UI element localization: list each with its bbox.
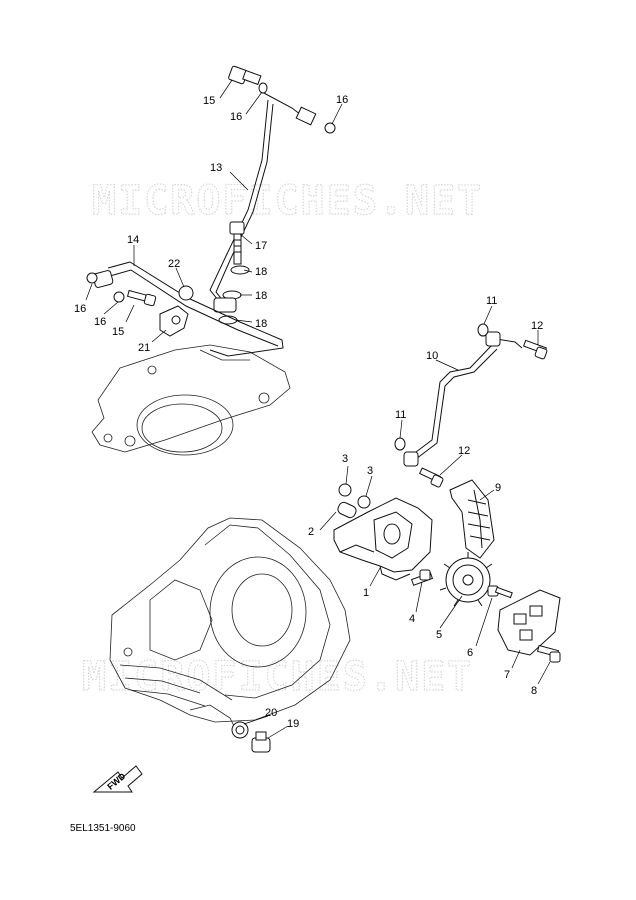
union-block xyxy=(213,297,237,313)
callout-3-a: 3 xyxy=(342,453,348,465)
callout-17: 17 xyxy=(255,240,267,252)
dowel-pin-2 xyxy=(337,501,357,519)
engine-cylinder-head xyxy=(91,344,291,456)
callout-7: 7 xyxy=(504,669,510,681)
callout-labels: 15 16 16 13 17 18 18 18 14 22 16 16 15 2… xyxy=(74,94,543,730)
diagram-code: 5EL1351-9060 xyxy=(70,823,136,834)
callout-2: 2 xyxy=(308,526,314,538)
union-bolt-15-left xyxy=(126,289,157,307)
callout-20: 20 xyxy=(265,707,277,719)
sprocket-5 xyxy=(439,552,497,607)
callout-12-bottom: 12 xyxy=(458,445,470,457)
clamp-22 xyxy=(178,285,194,301)
forward-arrow-icon: FWD xyxy=(92,765,143,793)
callout-16-left-a: 16 xyxy=(74,303,86,315)
callout-8: 8 xyxy=(531,685,537,697)
washer-16-top-left xyxy=(258,82,268,94)
bolt-4 xyxy=(410,569,434,586)
washer-16-left-a xyxy=(86,272,98,284)
oil-pump-1 xyxy=(333,497,433,581)
washer-16-top-right xyxy=(324,122,336,134)
o-ring-3-b xyxy=(357,495,371,509)
oil-pipe-14 xyxy=(92,261,284,357)
callout-4: 4 xyxy=(409,613,415,625)
callout-11-top: 11 xyxy=(486,295,497,307)
bolt-8 xyxy=(536,644,561,663)
bolt-12-bottom xyxy=(419,467,444,488)
callout-18-b: 18 xyxy=(255,290,267,302)
chain-cover-7 xyxy=(497,589,561,656)
callout-21: 21 xyxy=(138,342,150,354)
oil-pipe-10 xyxy=(403,331,523,467)
gasket-20 xyxy=(231,721,249,739)
o-ring-11-bottom xyxy=(394,437,406,451)
callout-10: 10 xyxy=(426,350,438,362)
callout-11-bottom: 11 xyxy=(395,409,406,421)
o-ring-3-a xyxy=(338,483,352,497)
callout-18-a: 18 xyxy=(255,266,267,278)
gasket-18-a xyxy=(230,265,250,275)
drain-plug-19 xyxy=(251,731,271,753)
clamp-21 xyxy=(159,305,189,337)
callout-15-top: 15 xyxy=(203,95,215,107)
watermark-top: MICROFICHES.NET xyxy=(92,178,483,224)
bolt-12-top xyxy=(522,339,548,360)
callout-3-b: 3 xyxy=(367,465,373,477)
callout-18-c: 18 xyxy=(255,318,267,330)
callout-13: 13 xyxy=(210,162,222,174)
drive-chain-9 xyxy=(449,479,495,559)
leader-lines xyxy=(85,79,551,739)
callout-19: 19 xyxy=(287,718,299,730)
union-bolt-17 xyxy=(229,221,245,265)
engine-crankcase xyxy=(109,517,351,731)
callout-1: 1 xyxy=(363,587,369,599)
callout-16-top-left: 16 xyxy=(230,111,242,123)
callout-9: 9 xyxy=(495,482,501,494)
callout-14: 14 xyxy=(127,234,139,246)
callout-6: 6 xyxy=(467,647,473,659)
callout-15-left: 15 xyxy=(112,326,124,338)
union-bolt-15-top xyxy=(228,65,262,86)
callout-22: 22 xyxy=(168,258,180,270)
callout-5: 5 xyxy=(436,629,442,641)
bolt-6 xyxy=(487,585,513,599)
callout-16-left-b: 16 xyxy=(94,316,106,328)
callout-16-top-right: 16 xyxy=(336,94,348,106)
watermark-bottom: MICROFICHES.NET xyxy=(82,654,473,700)
washer-16-left-b xyxy=(113,291,125,303)
o-ring-11-top xyxy=(477,323,489,337)
callout-12-top: 12 xyxy=(531,320,543,332)
